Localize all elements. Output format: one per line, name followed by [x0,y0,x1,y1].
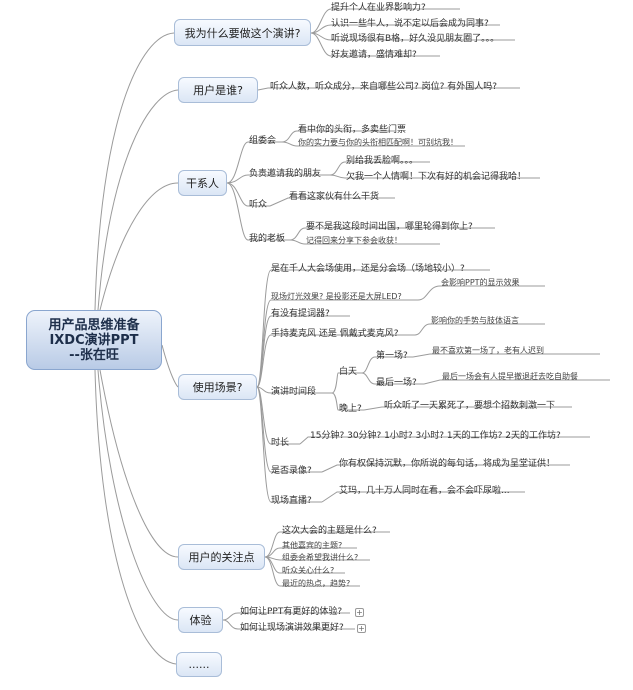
boss-note: 要不是我这段时间出国，哪里轮得到你上? [306,222,473,232]
boss-note: 记得回来分享下参会收获！ [306,236,402,245]
branch-why[interactable]: 我为什么要做这个演讲? [174,19,311,46]
exp-item: 如何让现场演讲效果更好? [240,623,344,633]
exp-item: 如何让PPT有更好的体验? [240,607,343,617]
scene-mic-note: 影响你的手势与肢体语言 [431,316,519,325]
scene-live: 现场直播? [271,496,312,506]
time-first-note: 最不喜欢第一场了，老有人迟到 [432,346,544,355]
time-night: 晚上? [339,404,362,414]
why-item: 提升个人在业界影响力? [331,3,426,13]
who-item: 听众人数，听众成分，来自哪些公司? 岗位? 有外国人吗? [270,82,498,92]
time-night-note: 听众听了一天累死了，要想个招数刺激一下 [384,401,556,411]
stake-boss: 我的老板 [249,234,286,244]
focus-item: 最近的热点，趋势? [282,579,351,588]
focus-item: 听众关心什么? [282,566,335,575]
scene-prompter: 有没有提词器? [271,309,330,319]
friend-note: 欠我一个人情啊！下次有好的机会记得我哈！ [346,172,527,182]
committee-note: 看中你的头衔，多卖些门票 [298,125,407,135]
committee-note: 你的实力要与你的头衔相匹配啊！可别坑我！ [298,138,458,147]
branch-scene[interactable]: 使用场景? [178,374,257,400]
root-title-line3: --张在旺 [69,348,119,363]
stake-friend: 负责邀请我的朋友 [249,169,322,179]
scene-lighting-note: 会影响PPT的显示效果 [441,278,520,287]
audience-note: 看看这家伙有什么干货 [289,192,380,202]
live-note: 艾玛，几十万人同时在看，会不会吓尿啦... [339,486,510,496]
time-day: 白天 [339,367,358,377]
root-topic[interactable]: 用产品思维准备 IXDC演讲PPT --张在旺 [26,310,162,370]
expand-icon[interactable]: + [355,608,364,617]
branch-experience[interactable]: 体验 [178,607,223,633]
friend-note: 别给我丢脸啊。。。 [346,156,419,166]
stake-audience: 听众 [249,200,268,210]
branch-focus[interactable]: 用户的关注点 [178,544,265,570]
branch-who[interactable]: 用户是谁? [178,77,258,103]
scene-duration: 时长 [271,438,290,448]
why-item: 听说现场很有B格，好久没见朋友圈了。。。 [331,34,500,44]
scene-record: 是否录像? [271,466,312,476]
focus-item: 其他嘉宾的主题? [282,541,343,550]
stake-committee: 组委会 [249,136,277,146]
time-first: 第一场? [376,351,408,361]
time-last-note: 最后一场会有人提早撤退赶去吃自助餐 [442,372,578,381]
time-last: 最后一场? [376,378,417,388]
root-title-line1: 用产品思维准备 [48,318,140,333]
duration-note: 15分钟? 30分钟? 1小时? 3小时? 1天的工作坊? 2天的工作坊? [310,431,561,441]
root-title-line2: IXDC演讲PPT [49,333,139,348]
expand-icon[interactable]: + [357,624,366,633]
why-item: 认识一些牛人，说不定以后会成为同事? [331,19,489,29]
focus-item: 这次大会的主题是什么? [282,526,377,536]
scene-time: 演讲时间段 [271,387,317,397]
scene-lighting: 现场灯光效果? 是投影还是大屏LED? [271,292,402,301]
record-note: 你有权保持沉默，你所说的每句话，将成为呈堂证供！ [339,459,556,469]
why-item: 好友邀请，盛情难却? [331,50,417,60]
scene-venue: 是在千人大会场使用，还是分会场（场地较小）? [271,264,465,274]
scene-mic: 手持麦克风 还是 佩戴式麦克风? [271,329,399,339]
focus-item: 组委会希望我讲什么? [282,553,359,562]
branch-more[interactable]: ...... [176,652,222,677]
branch-stakeholders[interactable]: 干系人 [178,170,227,196]
